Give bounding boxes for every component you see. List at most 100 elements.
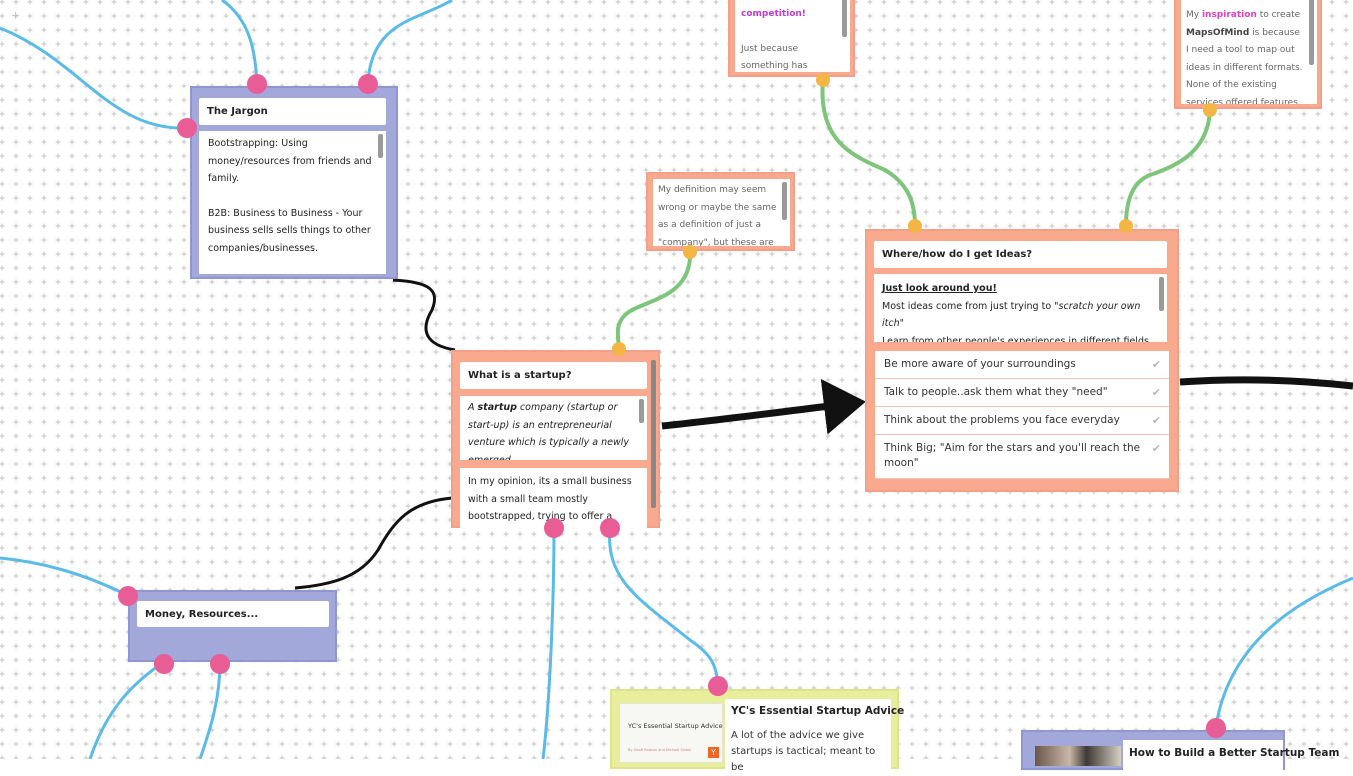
node-title[interactable]: The Jargon [199, 98, 386, 125]
idea-text: Think about the problems you face everyd… [884, 414, 1120, 426]
port-startup-top[interactable] [612, 342, 626, 356]
startup-def-bold: startup [477, 402, 517, 413]
idea-item-4[interactable]: Think Big; "Aim for the stars and you'll… [875, 435, 1169, 479]
port-team-top[interactable] [1206, 718, 1226, 738]
startup-def-post: company (startup or start-up) is an entr… [468, 402, 630, 460]
note-content[interactable]: My inspiration to create MapsOfMind is b… [1181, 0, 1317, 104]
node-inspiration-note[interactable]: My inspiration to create MapsOfMind is b… [1174, 0, 1322, 109]
connection-layer [0, 0, 1353, 759]
node-yc-advice[interactable]: YC's Essential Startup Advice By Geoff R… [610, 689, 904, 773]
inspiration-highlight: inspiration [1201, 10, 1257, 20]
port-startup-bottom-a[interactable] [544, 518, 564, 538]
competition-highlight: competition! [741, 9, 806, 19]
port-money-bottom-b[interactable] [210, 654, 230, 674]
idea-text: Be more aware of your surroundings [884, 358, 1076, 370]
team-panel[interactable]: How to Build a Better Startup Team [1123, 740, 1339, 770]
check-icon[interactable]: ✔ [1151, 414, 1161, 427]
inspiration-brand: MapsOfMind [1186, 27, 1250, 38]
wire-left-to-money[interactable] [0, 556, 128, 597]
idea-item-3[interactable]: Think about the problems you face everyd… [875, 407, 1169, 435]
scrollbar[interactable] [1309, 0, 1314, 65]
node-startup-team[interactable]: How to Build a Better Startup Team [1021, 730, 1339, 770]
wire-startup-down[interactable] [541, 527, 556, 759]
yc-text: A lot of the advice we give startups is … [731, 730, 876, 773]
definition-text: My definition may seem wrong or maybe th… [658, 185, 777, 246]
ideas-line1: Most ideas come from just trying to "scr… [882, 298, 1153, 333]
node-startup[interactable]: What is a startup? A startup company (st… [451, 350, 660, 528]
idea-text: Talk to people..ask them what they "need… [884, 386, 1108, 398]
node-jargon[interactable]: The Jargon Bootstrapping: Using money/re… [190, 86, 398, 279]
port-jargon-left[interactable] [177, 118, 197, 138]
wire-ideas-to-right[interactable] [1179, 376, 1353, 390]
port-money-bottom-a[interactable] [154, 654, 174, 674]
node-content[interactable]: Bootstrapping: Using money/resources fro… [199, 131, 386, 274]
ideas-line1-pre: Most ideas come from just trying to [882, 300, 1055, 312]
thumb-byline: By Geoff Ralston and Michael Seibel [628, 748, 692, 752]
node-title[interactable]: What is a startup? [460, 362, 647, 389]
scrollbar[interactable] [782, 182, 787, 220]
wire-top-to-jargon-a[interactable] [221, 0, 259, 83]
wire-money-down-b[interactable] [198, 661, 222, 759]
wire-right-to-team[interactable] [1214, 576, 1353, 727]
wire-startup-to-ideas-arrow[interactable] [661, 378, 866, 435]
wire-top-left-to-jargon[interactable] [0, 26, 186, 130]
thumb-title: YC's Essential Startup Advice [628, 722, 723, 730]
wire-competition-to-ideas[interactable] [820, 79, 917, 227]
port-ideas-top-b[interactable] [1119, 219, 1133, 233]
scrollbar[interactable] [842, 0, 847, 37]
competition-text: Just because something has already [741, 43, 808, 72]
node-competition-note[interactable]: competition! Just because something has … [728, 0, 855, 77]
wire-startup-to-yc[interactable] [608, 527, 720, 685]
node-ideas[interactable]: Where/how do I get Ideas? Just look arou… [865, 229, 1179, 492]
idea-item-1[interactable]: Be more aware of your surroundings ✔ [875, 351, 1169, 379]
node-money[interactable]: Money, Resources... [128, 590, 337, 662]
wire-top-to-jargon-b[interactable] [366, 0, 453, 83]
port-ideas-top-a[interactable] [908, 219, 922, 233]
jargon-bootstrapping: Bootstrapping: Using money/resources fro… [208, 138, 372, 184]
inspiration-mid: to create [1256, 10, 1301, 20]
startup-def-pre: A [468, 402, 478, 413]
node-scrollbar[interactable] [651, 360, 656, 508]
team-title[interactable]: How to Build a Better Startup Team [1129, 747, 1340, 759]
ideas-line2: Learn from other people's experiences in… [882, 335, 1152, 343]
node-opinion[interactable]: In my opinion, its a small business with… [460, 468, 647, 528]
scrollbar[interactable] [1159, 277, 1164, 311]
note-content[interactable]: My definition may seem wrong or maybe th… [653, 179, 790, 246]
wire-jargon-to-startup[interactable] [392, 278, 456, 352]
port-jargon-top-a[interactable] [247, 74, 267, 94]
inspiration-post: is because I need a tool to map out idea… [1186, 27, 1303, 105]
port-competition-bottom[interactable] [816, 73, 830, 87]
wire-inspiration-to-ideas[interactable] [1124, 109, 1212, 227]
wire-money-down-a[interactable] [88, 660, 164, 759]
startup-opinion: In my opinion, its a small business with… [468, 476, 632, 522]
port-money-left[interactable] [118, 586, 138, 606]
node-title[interactable]: Money, Resources... [137, 601, 329, 627]
yc-title[interactable]: YC's Essential Startup Advice [731, 705, 905, 717]
idea-text: Think Big; "Aim for the stars and you'll… [884, 442, 1141, 469]
port-yc-top[interactable] [708, 676, 728, 696]
check-icon[interactable]: ✔ [1151, 442, 1161, 455]
note-content[interactable]: competition! Just because something has … [735, 0, 850, 72]
port-jargon-top-b[interactable] [358, 74, 378, 94]
inspiration-pre: My [1186, 10, 1202, 20]
node-title[interactable]: Where/how do I get Ideas? [874, 241, 1167, 268]
node-content[interactable]: Just look around you! Most ideas come fr… [874, 274, 1167, 342]
scrollbar[interactable] [639, 399, 644, 423]
ideas-heading: Just look around you! [882, 283, 997, 294]
port-definition-bottom[interactable] [683, 245, 697, 259]
idea-item-2[interactable]: Talk to people..ask them what they "need… [875, 379, 1169, 407]
y-combinator-logo-icon: Y [708, 747, 719, 758]
wire-startup-to-money[interactable] [294, 496, 453, 590]
team-thumbnail[interactable] [1035, 746, 1121, 766]
yc-thumbnail[interactable]: YC's Essential Startup Advice By Geoff R… [619, 703, 723, 763]
jargon-b2b: B2B: Business to Business - Your busines… [208, 207, 371, 254]
node-definition[interactable]: A startup company (startup or start-up) … [460, 396, 647, 460]
scrollbar[interactable] [378, 134, 383, 158]
ideas-line1-em: "scratch your own itch" [882, 300, 1141, 330]
node-definition-note[interactable]: My definition may seem wrong or maybe th… [646, 172, 795, 251]
check-icon[interactable]: ✔ [1151, 386, 1161, 399]
check-icon[interactable]: ✔ [1151, 358, 1161, 371]
port-startup-bottom-b[interactable] [600, 518, 620, 538]
wire-definition-to-startup[interactable] [615, 251, 693, 349]
port-inspiration-bottom[interactable] [1203, 103, 1217, 117]
